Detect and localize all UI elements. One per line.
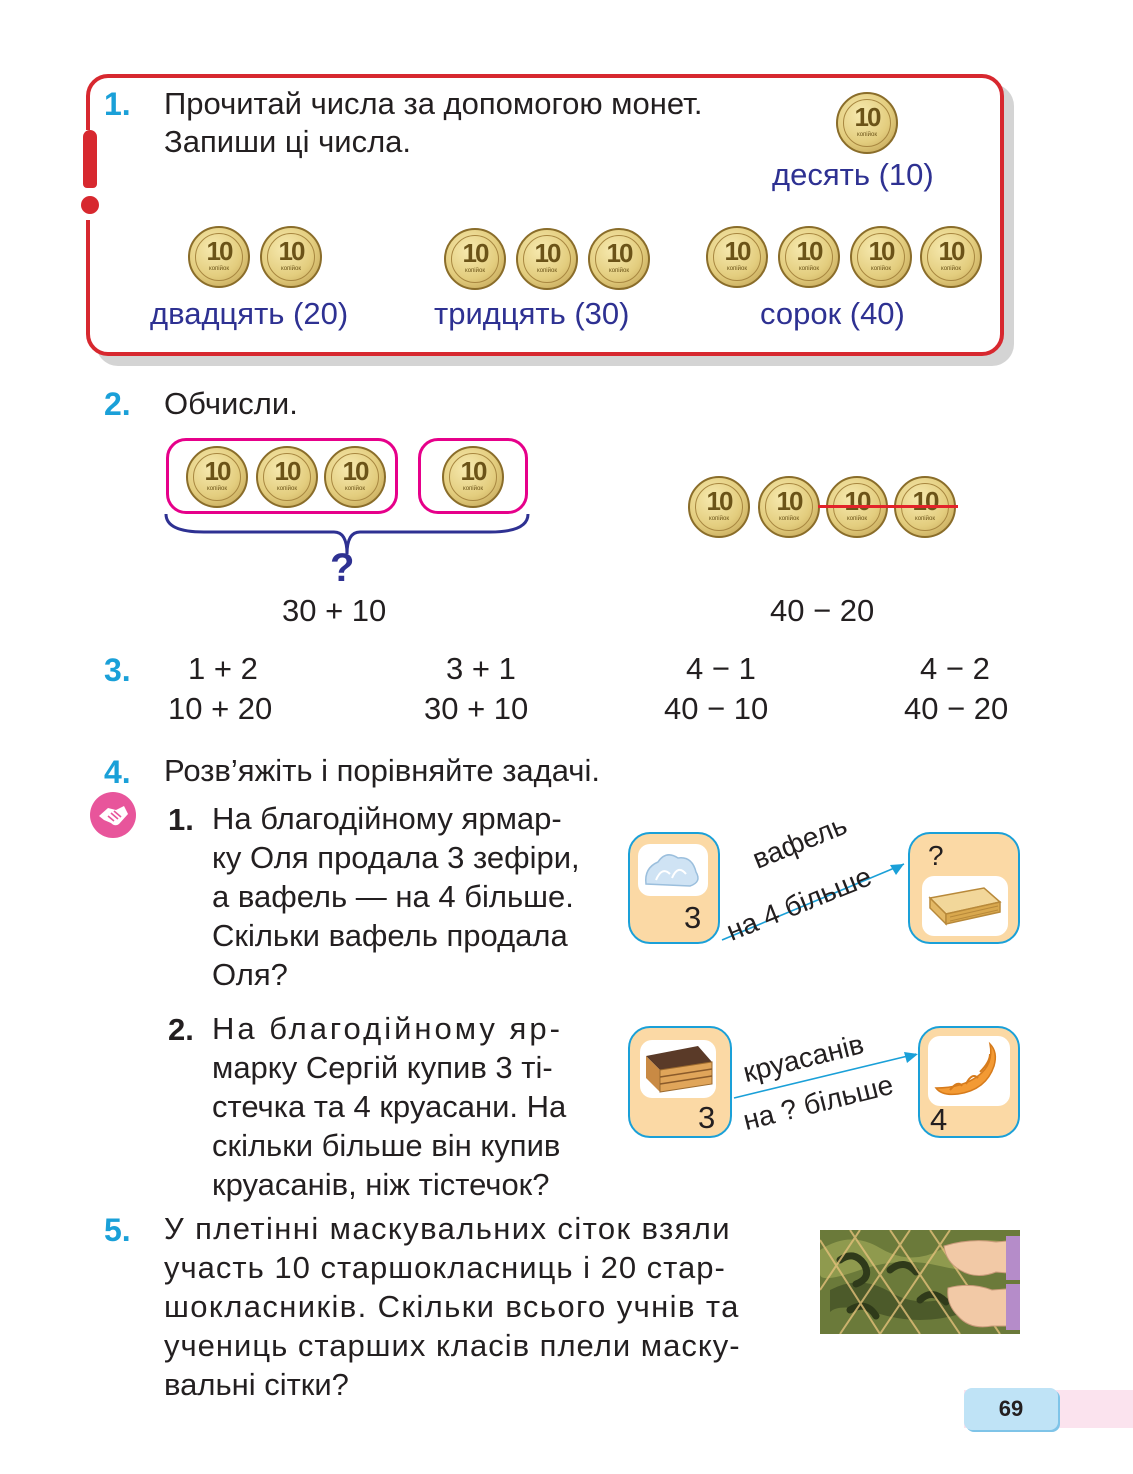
croissant-panel: 4	[918, 1026, 1020, 1138]
cake-count: 3	[698, 1100, 716, 1135]
marshmallow-icon	[645, 854, 699, 887]
camouflage-net-image	[820, 1230, 1020, 1334]
ex3-expr: 1 + 2	[188, 651, 258, 686]
strike-line	[818, 505, 958, 508]
label-forty: сорок (40)	[760, 296, 905, 331]
cake-panel: 3	[628, 1026, 732, 1138]
arrow-2	[733, 1052, 918, 1099]
task-1-line: Оля?	[212, 957, 288, 992]
coin-group-three	[166, 438, 398, 514]
curly-brace	[164, 513, 530, 555]
exercise-4-title: Розв’яжіть і порівняйте задачі.	[164, 753, 600, 788]
exercise-4-number: 4.	[104, 754, 131, 790]
task-1-number: 1.	[168, 802, 194, 837]
page-number: 69	[998, 1396, 1024, 1421]
task-2-line: стечка та 4 круасани. На	[212, 1089, 567, 1124]
task-1-line: а вафель — на 4 більше.	[212, 879, 574, 914]
label-twenty: двадцять (20)	[150, 296, 349, 331]
task-1-line: Скільки вафель продала	[212, 918, 568, 953]
exercise-1-line1: Прочитай числа за допомогою монет.	[164, 86, 703, 121]
coin-group-one	[418, 438, 528, 514]
croissant-icon	[934, 1041, 997, 1096]
label-thirty: тридцять (30)	[434, 296, 630, 331]
task-2-line: марку Сергій купив 3 ті-	[212, 1050, 553, 1085]
ex3-expr: 40 − 10	[664, 691, 769, 726]
pair-work-icon	[90, 792, 136, 838]
wafer-count: ?	[928, 840, 944, 871]
expression-right: 40 − 20	[770, 593, 875, 628]
exercise-5-line: учениць старших класів плели маску-	[164, 1328, 741, 1363]
ex3-expr: 4 − 1	[686, 651, 756, 686]
ex3-expr: 3 + 1	[446, 651, 516, 686]
exercise-5-line: участь 10 старшокласниць і 20 стар-	[164, 1250, 726, 1285]
exercise-5-line: У плетінні маскувальних сіток взяли	[164, 1211, 732, 1246]
exercise-1-number: 1.	[104, 86, 131, 122]
ex3-expr: 4 − 2	[920, 651, 990, 686]
ex3-expr: 10 + 20	[168, 691, 273, 726]
exercise-5-line: вальні сітки?	[164, 1367, 349, 1402]
exercise-3-number: 3.	[104, 652, 131, 688]
wafer-icon	[928, 887, 1002, 926]
task-2-number: 2.	[168, 1012, 194, 1047]
exercise-1-line2: Запиши ці числа.	[164, 124, 412, 159]
croissant-count: 4	[930, 1102, 948, 1137]
exercise-5-number: 5.	[104, 1212, 131, 1248]
exercise-2-title: Обчисли.	[164, 386, 298, 421]
marshmallow-count: 3	[684, 900, 702, 935]
page-number-badge: 69	[964, 1388, 1058, 1430]
task-1-line: ку Оля продала 3 зефіри,	[212, 840, 580, 875]
exercise-5-line: шокласників. Скільки всього учнів та	[164, 1289, 740, 1324]
ex3-expr: 40 − 20	[904, 691, 1009, 726]
expression-left: 30 + 10	[282, 593, 387, 628]
cake-icon	[646, 1046, 713, 1093]
task-2-line: круасанів, ніж тістечок?	[212, 1167, 550, 1202]
marshmallow-panel: 3	[628, 832, 720, 944]
wafer-panel: ?	[908, 832, 1020, 944]
ex3-expr: 30 + 10	[424, 691, 529, 726]
task-1-line: На благодійному ярмар-	[212, 801, 562, 836]
label-ten: десять (10)	[772, 157, 934, 192]
exercise-2-number: 2.	[104, 386, 131, 422]
task-2-line: На благодійному яр-	[212, 1011, 563, 1046]
question-mark: ?	[330, 546, 355, 590]
task-2-line: скільки більше він купив	[212, 1128, 561, 1163]
arrow-1	[721, 863, 905, 941]
important-mark-icon	[80, 130, 100, 220]
